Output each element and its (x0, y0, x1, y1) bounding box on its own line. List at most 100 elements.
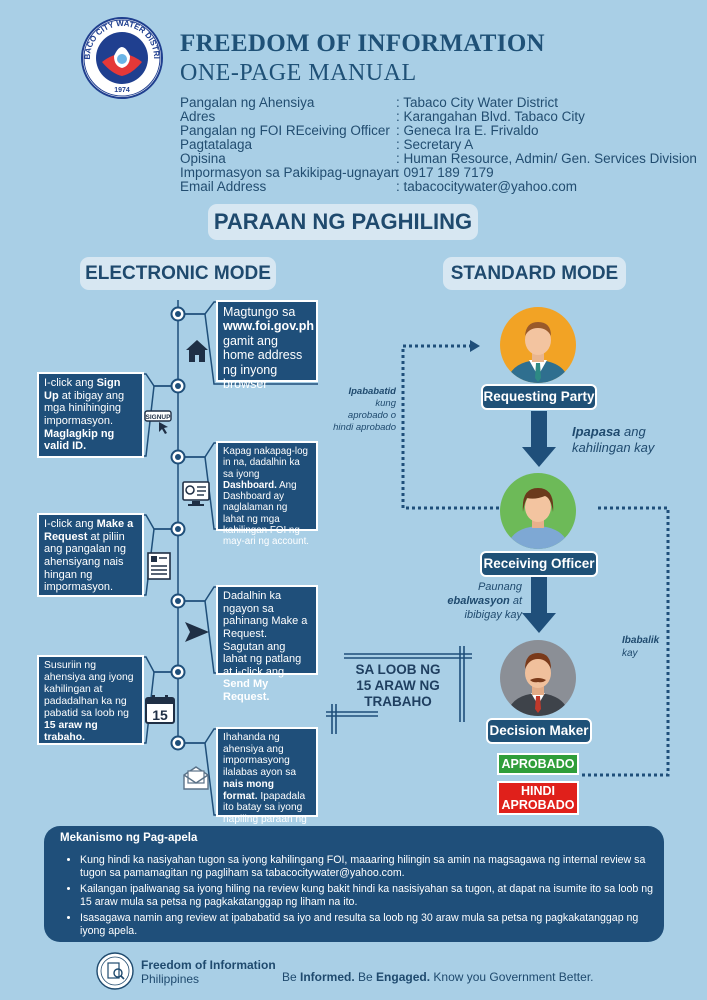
mail-icon (182, 765, 210, 796)
step3-box: Kapag nakapag-log in na, dadalhin ka sa … (216, 441, 318, 547)
appeal-item: Kailangan ipaliwanag sa iyong hiling na … (80, 883, 656, 909)
standard-mode-title: STANDARD MODE (443, 257, 626, 290)
deadline-line: 15 ARAW NG (356, 678, 440, 693)
tagline-text: Be (354, 970, 377, 984)
role-requesting-party: Requesting Party (481, 384, 597, 410)
step4-box: I-click ang Make a Request at piliin ang… (37, 513, 144, 597)
deadline-line: SA LOOB NG (355, 662, 441, 677)
deadline-bracket (326, 646, 472, 734)
appeal-item: Kung hindi ka nasiyahan tugon sa iyong k… (80, 854, 656, 880)
info-value: : Geneca Ira E. Frivaldo (396, 123, 539, 138)
home-icon (184, 338, 210, 369)
step6-bold: 15 araw ng trabaho. (44, 719, 98, 743)
note-ibabalik: Ibabalik kay (622, 634, 659, 660)
note-ipababatid-text: hindi aprobado (333, 422, 396, 433)
step2-text: at ibigay ang mga hinihinging impormasyo… (44, 389, 125, 427)
note-paunang-text: ibibigay kay (464, 609, 522, 621)
deadline-text: SA LOOB NG 15 ARAW NG TRABAHO (346, 662, 450, 710)
appeal-title: Mekanismo ng Pag-apela (60, 832, 198, 844)
info-label: Pangalan ng Ahensiya (180, 95, 315, 110)
step1-text: gamit ang home address ng inyong browser (223, 333, 303, 391)
info-value: : Human Resource, Admin/ Gen. Services D… (396, 151, 697, 166)
role-receiving-officer: Receiving Officer (480, 551, 598, 577)
info-label: Email Address (180, 179, 267, 194)
tagline: Be Informed. Be Engaged. Know you Govern… (282, 970, 593, 984)
appeal-item: Isasagawa namin ang review at ipababatid… (80, 912, 656, 938)
info-label: Pangalan ng FOI REceiving Officer (180, 123, 390, 138)
note-ipababatid: Ipababatid kung aprobado o hindi aprobad… (318, 386, 396, 434)
note-paunang-bold: ebalwasyon (447, 595, 510, 607)
info-value: : Secretary A (396, 137, 474, 152)
step5-box: Dadalhin ka ngayon sa pahinang Make a Re… (216, 585, 318, 703)
step6-box: Susuriin ng ahensiya ang iyong kahilinga… (37, 655, 144, 745)
foi-url[interactable]: www.foi.gov.ph (223, 319, 314, 334)
info-value: : Tabaco City Water District (396, 95, 559, 110)
note-ibabalik-text: kay (622, 648, 638, 659)
note-ipababatid-text: aprobado o (347, 410, 396, 421)
info-label: Impormasyon sa Pakikipag-ugnayan (180, 165, 399, 180)
info-value: : Karangahan Blvd. Tabaco City (396, 109, 585, 124)
logo-year: 1974 (114, 87, 130, 94)
step4-text: at piliin ang pangalan ng ahensiyang nai… (44, 530, 126, 594)
tcwd-logo: TABACO CITY WATER DISTRICT 1974 (77, 9, 164, 100)
step5-bold: Send My Request. (223, 678, 270, 704)
step4-text: I-click ang (44, 518, 94, 530)
note-ipababatid-text: kung (375, 398, 396, 409)
request-form-icon (147, 552, 171, 585)
appeal-list: Kung hindi ka nasiyahan tugon sa iyong k… (80, 854, 656, 941)
appeal-panel: Mekanismo ng Pag-apela Kung hindi ka nas… (44, 826, 664, 942)
foi-name: Freedom of Information (141, 958, 276, 972)
not-approved-text: APROBADO (501, 798, 575, 812)
deadline-line: TRABAHO (364, 694, 432, 709)
foi-country: Philippines (141, 972, 200, 986)
step2-box: I-click ang Sign Up at ibigay ang mga hi… (37, 372, 144, 458)
step3-text: Kapag nakapag-log in na, dadalhin ka sa … (223, 446, 308, 480)
role-decision-maker: Decision Maker (486, 718, 592, 744)
note-paunang: Paunang ebalwasyon at ibibigay kay (432, 580, 522, 622)
step1-text: Magtungo sa (223, 305, 296, 319)
info-label: Adres (180, 109, 216, 124)
title-line2: ONE-PAGE MANUAL (180, 60, 417, 86)
step7-text: Ihahanda ng ahensiya ang impormasyong il… (223, 732, 297, 779)
not-approved-text: HINDI (520, 784, 556, 798)
step2-bold: Sign Up (44, 377, 121, 402)
info-value: : tabacocitywater@yahoo.com (396, 179, 578, 194)
calendar-icon: 15 (145, 694, 175, 729)
note-ipapasa-text: kahilingan kay (572, 440, 655, 455)
dashboard-icon (182, 481, 210, 512)
tagline-text: Know you Government Better. (430, 970, 594, 984)
info-label: Opisina (180, 151, 226, 166)
note-ipapasa-text: ang (620, 424, 646, 439)
step2-text: I-click ang (44, 377, 94, 389)
decision-maker-avatar (499, 639, 577, 722)
step3-text: Ang Dashboard ay naglalaman ng lahat ng … (223, 479, 310, 548)
calendar-icon-text: 15 (152, 707, 168, 723)
note-paunang-text: Paunang (477, 581, 522, 593)
tagline-bold: Engaged. (376, 970, 431, 984)
tagline-text: Be (282, 970, 301, 984)
foi-seal-icon (96, 952, 134, 990)
tagline-bold: Informed. (300, 970, 355, 984)
step4-bold: Make a Request (44, 518, 134, 543)
receiving-officer-avatar (499, 472, 577, 555)
note-ibabalik-bold: Ibabalik (622, 635, 660, 646)
info-label: Pagtatalaga (180, 137, 253, 152)
info-value: : 0917 189 7179 (396, 165, 494, 180)
step7-bold: nais mong format. (223, 778, 274, 802)
signup-icon-text: SIGNUP (146, 414, 172, 421)
note-paunang-text: at (509, 595, 522, 607)
signup-icon: SIGNUP (144, 408, 172, 441)
title-line1: FREEDOM OF INFORMATION (180, 30, 545, 57)
step2-bold: Maglagkip ng valid ID. (44, 427, 115, 453)
approved-badge: APROBADO (497, 753, 579, 775)
note-ipababatid-bold: Ipababatid (348, 386, 396, 397)
step6-text: Susuriin ng ahensiya ang iyong kahilinga… (44, 660, 134, 719)
step5-text: Dadalhin ka ngayon sa pahinang Make a Re… (223, 590, 308, 678)
step3-bold: Dashboard. (223, 479, 277, 491)
note-ipapasa-bold: Ipapasa (572, 424, 621, 439)
note-ipapasa: Ipapasa ang kahilingan kay (572, 424, 654, 456)
not-approved-badge: HINDI APROBADO (497, 781, 579, 815)
step1-box: Magtungo sa www.foi.gov.ph gamit ang hom… (216, 300, 318, 391)
